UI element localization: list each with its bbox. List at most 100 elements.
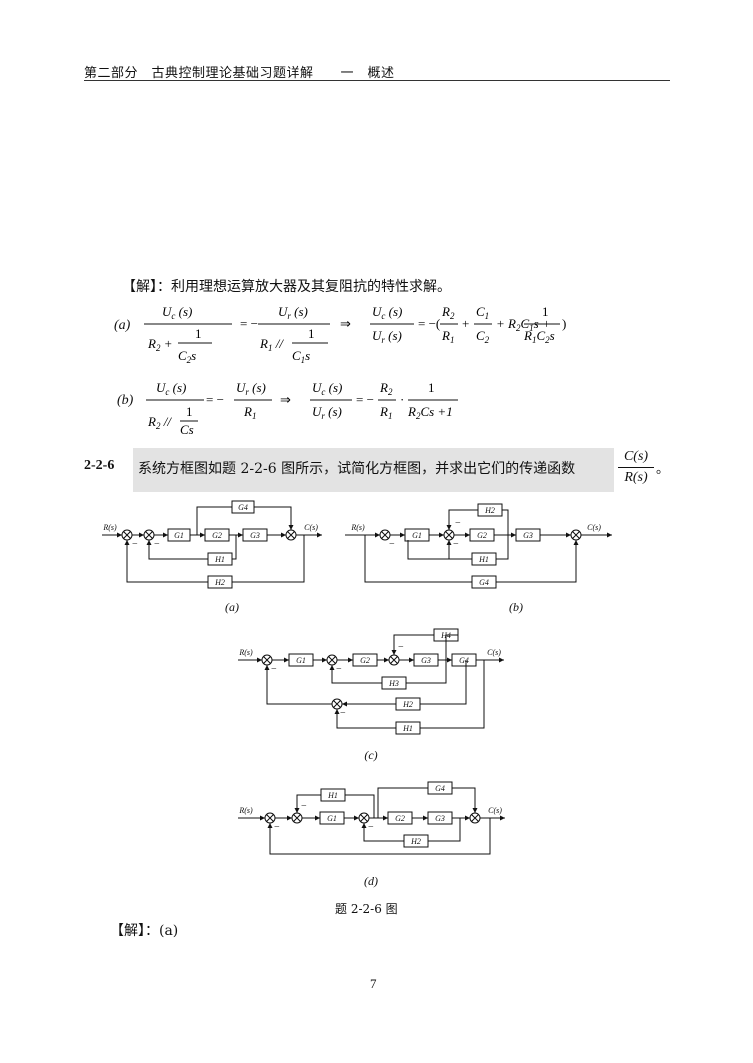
- svg-text:R2: R2: [379, 380, 393, 397]
- solution-intro: 【解】：利用理想运算放大器及其复阻抗的特性求解。: [122, 279, 451, 295]
- svg-text:1: 1: [195, 326, 202, 341]
- problem-number: 2-2-6: [84, 458, 115, 473]
- c-H2: H2: [402, 700, 413, 709]
- solution-a-label: 【解】：(a): [110, 923, 179, 939]
- svg-text:1: 1: [186, 404, 193, 419]
- svg-text:C2s: C2s: [178, 348, 196, 365]
- svg-text:Cs: Cs: [180, 422, 194, 437]
- svg-text:R2Cs +1: R2Cs +1: [407, 404, 453, 421]
- b-G3: G3: [523, 531, 533, 540]
- a-R-label: R(s): [102, 523, 117, 532]
- c-H4: H4: [440, 631, 451, 640]
- c-C-label: C(s): [487, 648, 501, 657]
- transfer-function-fraction: C(s) R(s): [618, 449, 654, 486]
- svg-text:Uc (s): Uc (s): [162, 304, 192, 321]
- svg-text:R1 //: R1 //: [259, 336, 284, 353]
- c-G1: G1: [296, 656, 306, 665]
- eq-b-tag: (b): [117, 393, 134, 408]
- svg-text:R1: R1: [379, 404, 392, 421]
- d-G3: G3: [435, 814, 445, 823]
- svg-text:−: −: [340, 708, 346, 719]
- svg-text:= −: = −: [206, 392, 224, 407]
- c-H1: H1: [402, 724, 413, 733]
- svg-text:−: −: [271, 664, 277, 675]
- svg-text:−: −: [301, 801, 307, 812]
- d-H2: H2: [410, 837, 421, 846]
- svg-text:C1s: C1s: [292, 348, 310, 365]
- svg-text:·: ·: [400, 392, 404, 407]
- problem-end-mark: 。: [656, 462, 670, 477]
- equation-b: Uc (s) R2 // 1 Cs = − Ur (s) R1 ⇒ Uc (s)…: [146, 380, 458, 437]
- svg-text:1: 1: [542, 304, 549, 319]
- svg-text:1: 1: [428, 380, 435, 395]
- diagram-d: [238, 781, 505, 855]
- d-C-label: C(s): [488, 806, 502, 815]
- svg-text:Ur (s): Ur (s): [236, 380, 266, 397]
- equation-a: Uc (s) R2 + 1 C2s = − Ur (s) R1 // 1 C1s…: [144, 304, 566, 365]
- diagram-a: [102, 500, 322, 589]
- svg-text:R1C2s: R1C2s: [523, 328, 555, 345]
- svg-text:R2: R2: [441, 304, 455, 321]
- frac-denominator: R(s): [624, 470, 648, 485]
- a-G2: G2: [212, 531, 222, 540]
- svg-text:C1: C1: [476, 304, 489, 321]
- eq-a-tag: (a): [114, 318, 131, 333]
- page-number: 7: [370, 976, 377, 991]
- c-H3: H3: [388, 679, 399, 688]
- c-G2: G2: [360, 656, 370, 665]
- svg-text:Uc (s): Uc (s): [312, 380, 342, 397]
- page-header: 第二部分 古典控制理论基础习题详解 一 概述: [84, 66, 395, 81]
- label-c: (c): [364, 748, 377, 762]
- label-a: (a): [225, 600, 239, 614]
- c-R-label: R(s): [238, 648, 253, 657]
- b-C-label: C(s): [587, 523, 601, 532]
- svg-text:Ur (s): Ur (s): [312, 404, 342, 421]
- svg-text:−: −: [132, 539, 138, 550]
- a-C-label: C(s): [304, 523, 318, 532]
- b-H1: H1: [478, 555, 489, 564]
- b-G2: G2: [477, 531, 487, 540]
- svg-text:): ): [562, 316, 566, 331]
- svg-text:= −(: = −(: [418, 316, 440, 331]
- svg-text:−: −: [274, 822, 280, 833]
- svg-text:R1: R1: [243, 404, 256, 421]
- label-d: (d): [364, 874, 378, 888]
- svg-text:−: −: [368, 822, 374, 833]
- svg-text:R2 //: R2 //: [147, 414, 172, 431]
- svg-text:−: −: [453, 539, 459, 550]
- b-G1: G1: [412, 531, 422, 540]
- svg-text:−: −: [154, 539, 160, 550]
- svg-text:−: −: [398, 642, 404, 653]
- b-R-label: R(s): [350, 523, 365, 532]
- subfigure-labels: (a) (b) (c) (d): [225, 600, 523, 888]
- diagram-c: [238, 628, 504, 735]
- svg-text:R1: R1: [441, 328, 454, 345]
- frac-numerator: C(s): [623, 449, 649, 464]
- svg-text:−: −: [336, 664, 342, 675]
- d-G1: G1: [327, 814, 337, 823]
- diagram-b: [345, 503, 612, 589]
- frac-bar: [618, 467, 654, 468]
- a-H1: H1: [214, 555, 225, 564]
- d-G2: G2: [395, 814, 405, 823]
- c-G4: G4: [459, 656, 469, 665]
- svg-text:1: 1: [308, 326, 315, 341]
- d-G4: G4: [435, 784, 445, 793]
- label-b: (b): [509, 600, 523, 614]
- block-diagrams: R(s) C(s) G1 G2 G3 G4 H1 H2 R(s) C(s) G1…: [102, 500, 612, 888]
- figure-caption: 题 2-2-6 图: [335, 902, 398, 916]
- svg-text:Ur (s): Ur (s): [278, 304, 308, 321]
- d-R-label: R(s): [238, 806, 253, 815]
- svg-text:Ur (s): Ur (s): [372, 328, 402, 345]
- svg-text:−: −: [455, 518, 461, 529]
- c-G3: G3: [421, 656, 431, 665]
- problem-text: 系统方框图如题 2-2-6 图所示，试简化方框图，并求出它们的传递函数: [138, 461, 576, 477]
- svg-text:Uc (s): Uc (s): [372, 304, 402, 321]
- svg-text:⇒: ⇒: [340, 316, 351, 331]
- a-G1: G1: [174, 531, 184, 540]
- svg-text:−: −: [389, 539, 395, 550]
- svg-text:Uc (s): Uc (s): [156, 380, 186, 397]
- a-G3: G3: [250, 531, 260, 540]
- svg-text:= −: = −: [240, 316, 258, 331]
- problem-highlight: [133, 448, 614, 492]
